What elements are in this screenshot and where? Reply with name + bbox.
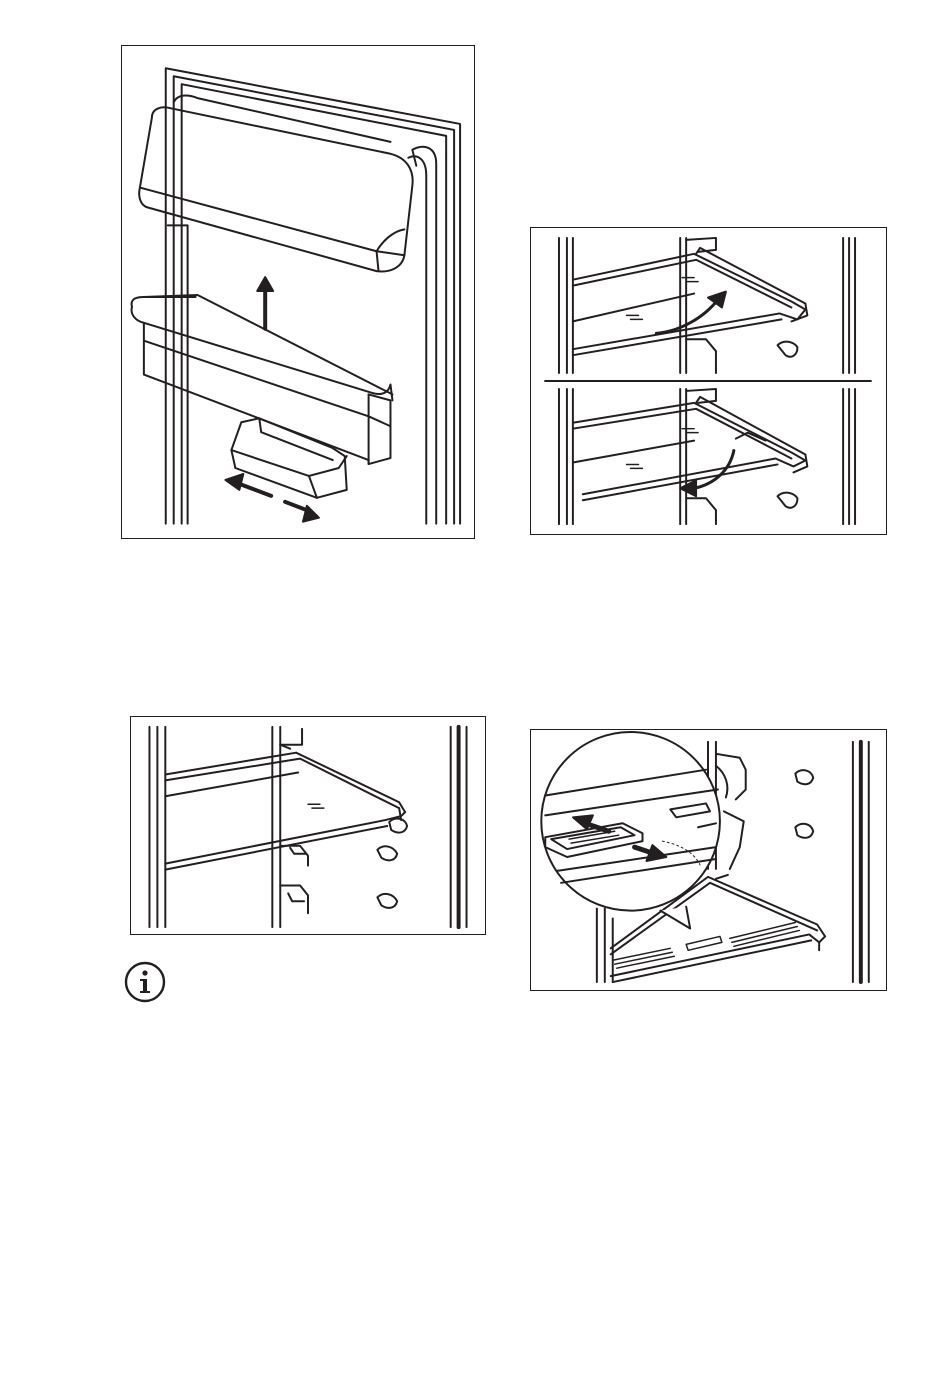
shelf-tilt-figure	[530, 227, 887, 535]
air-vent-slider-illustration-icon	[531, 730, 886, 990]
door-shelf-illustration-icon	[122, 46, 474, 538]
shelf-tilt-illustration-icon	[531, 228, 886, 534]
door-balcony-figure	[121, 45, 475, 539]
shelf-support-illustration-icon	[131, 717, 485, 934]
air-vent-slider-figure	[530, 729, 887, 991]
shelf-support-figure	[130, 716, 486, 935]
info-icon	[124, 961, 166, 1003]
